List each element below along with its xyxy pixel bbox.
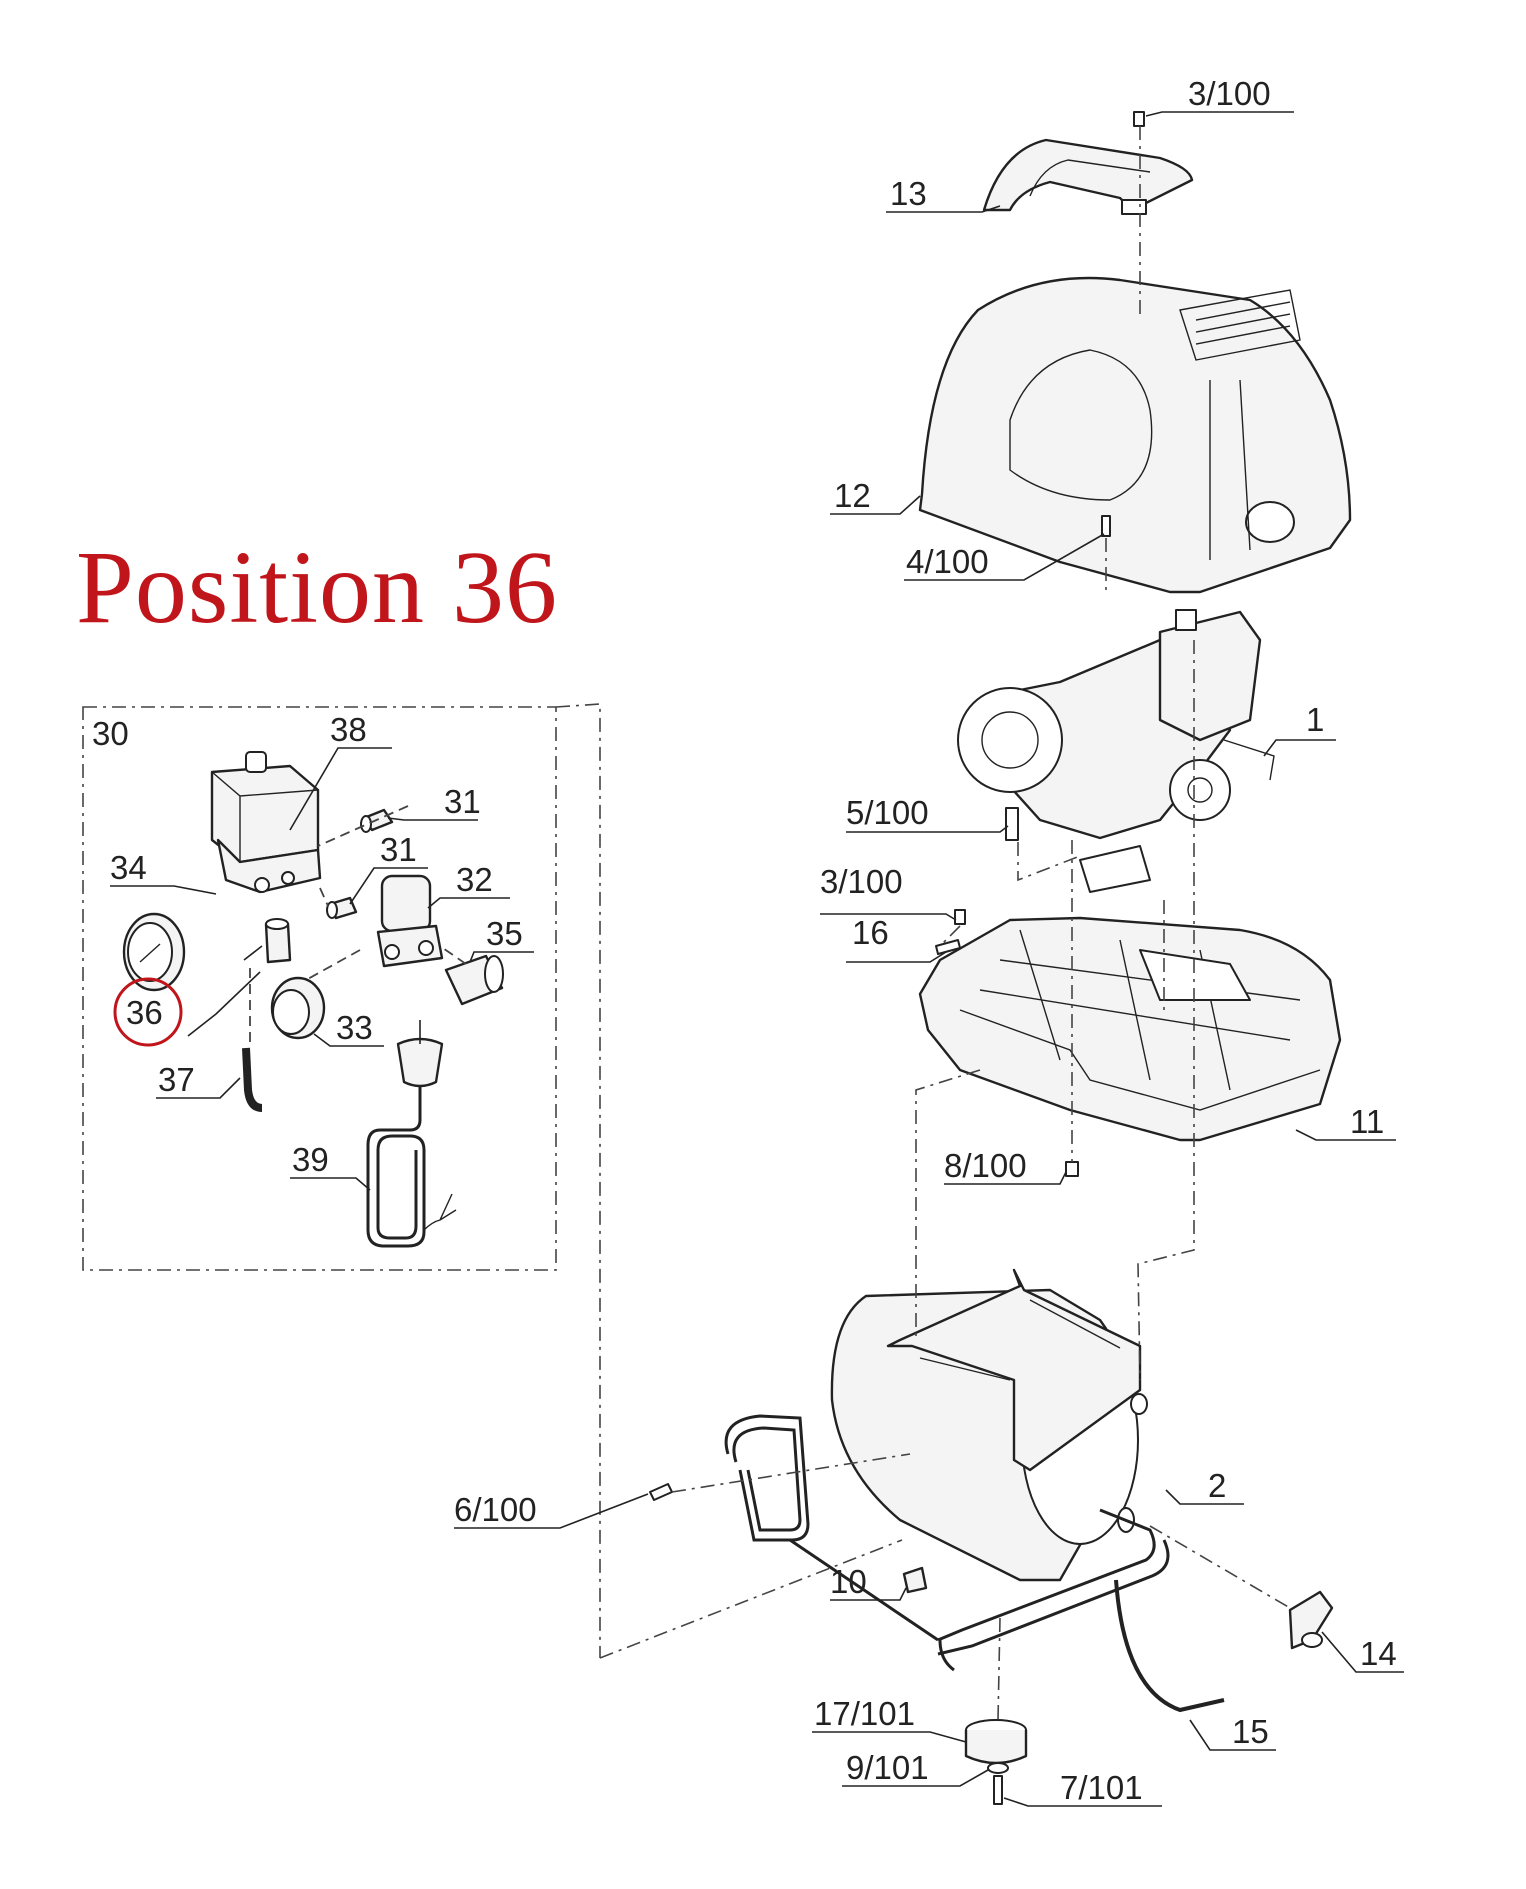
inset-group-30: [82, 703, 903, 1659]
label-36: 36: [126, 994, 163, 1031]
label-34: 34: [110, 849, 147, 886]
cable-part-39: [366, 1020, 457, 1248]
label-13: 13: [890, 175, 927, 212]
leader-lines: [454, 111, 1404, 1807]
tank-part-2: [830, 1268, 1148, 1582]
label-33: 33: [336, 1009, 373, 1046]
inset-leader-line-2: [599, 1539, 903, 1659]
label-2: 2: [1208, 1467, 1226, 1504]
part-labels: 3/100 13 12 4/100 1 5/100 3/100 16 11 8/…: [92, 75, 1397, 1806]
label-3-100-mid: 3/100: [820, 863, 903, 900]
frame-tubular: [724, 1414, 1170, 1672]
label-12: 12: [834, 477, 871, 514]
label-16: 16: [852, 914, 889, 951]
screw-part-7-101: [993, 1775, 1003, 1805]
label-1: 1: [1306, 701, 1324, 738]
label-8-100: 8/100: [944, 1147, 1027, 1184]
inset-leader-line: [555, 703, 601, 1658]
cover-part-12: [918, 276, 1352, 594]
nipple-part-31b: [326, 896, 358, 920]
foot-part-17-101: [964, 1719, 1028, 1765]
label-31a: 31: [444, 783, 481, 820]
label-11: 11: [1350, 1103, 1384, 1140]
label-15: 15: [1232, 1713, 1269, 1750]
gauge-part-33: [270, 976, 326, 1040]
label-37: 37: [158, 1061, 195, 1098]
label-7-101: 7/101: [1060, 1769, 1143, 1806]
base-part-11: [918, 916, 1342, 1142]
label-5-100: 5/100: [846, 794, 929, 831]
hose-part-15: [1114, 1579, 1225, 1713]
screws-small: [649, 111, 1145, 1501]
label-30: 30: [92, 715, 129, 752]
label-32: 32: [456, 861, 493, 898]
label-39: 39: [292, 1141, 329, 1178]
fitting-part-36: [264, 918, 292, 964]
handle-part-13: [982, 138, 1194, 215]
valve-part-14: [1288, 1590, 1334, 1650]
label-9-101: 9/101: [846, 1749, 929, 1786]
washer-part-9-101: [987, 1762, 1009, 1774]
highlight-circle-36: [113, 977, 183, 1047]
label-38: 38: [330, 711, 367, 748]
label-17-101: 17/101: [814, 1695, 915, 1732]
label-35: 35: [486, 915, 523, 952]
assembly-dash-lines: [671, 126, 1291, 1721]
motor-part-1: [957, 609, 1275, 893]
hose-part-37: [242, 1047, 263, 1112]
label-14: 14: [1360, 1635, 1397, 1672]
regulator-part-32: [376, 874, 444, 968]
coupling-part-35: [444, 954, 504, 1006]
label-10: 10: [830, 1563, 867, 1600]
nipple-part-31a: [360, 808, 394, 833]
page-title: Position 36: [76, 530, 558, 645]
label-4-100: 4/100: [906, 543, 989, 580]
label-31b: 31: [380, 831, 417, 868]
pressure-switch-part-38: [210, 751, 322, 894]
label-6-100: 6/100: [454, 1491, 537, 1528]
fitting-part-10: [902, 1566, 928, 1594]
label-3-100-top: 3/100: [1188, 75, 1271, 112]
gauge-part-34: [122, 912, 186, 992]
inset-frame: [82, 706, 557, 1271]
